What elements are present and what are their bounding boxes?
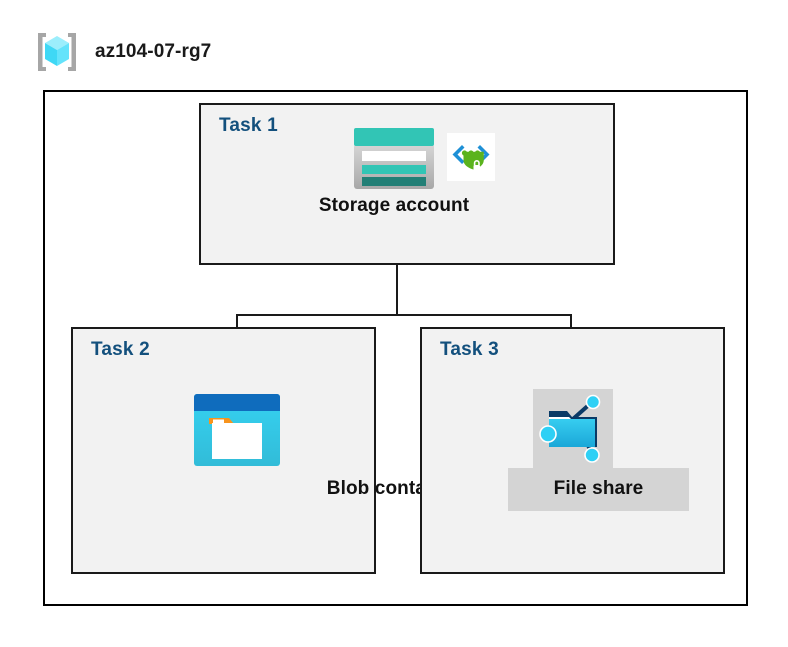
resource-group-header: az104-07-rg7 <box>33 28 211 76</box>
resource-group-cube-icon <box>33 28 81 76</box>
task-2-label: Task 2 <box>91 339 150 360</box>
storage-account-caption: Storage account <box>318 195 470 216</box>
file-share-caption-plate <box>508 468 689 511</box>
connector-storage-to-split <box>396 265 398 315</box>
connector-split-bus <box>236 314 572 316</box>
task-3-label: Task 3 <box>440 339 499 360</box>
storage-account-icon <box>351 126 437 191</box>
resource-group-name: az104-07-rg7 <box>95 41 212 62</box>
blob-container-icon <box>193 393 281 467</box>
secure-endpoint-icon <box>447 133 495 181</box>
task-1-label: Task 1 <box>219 115 278 136</box>
task-2-box: Task 2 <box>71 327 376 574</box>
file-share-caption: File share <box>553 478 644 499</box>
file-share-icon <box>533 389 613 469</box>
